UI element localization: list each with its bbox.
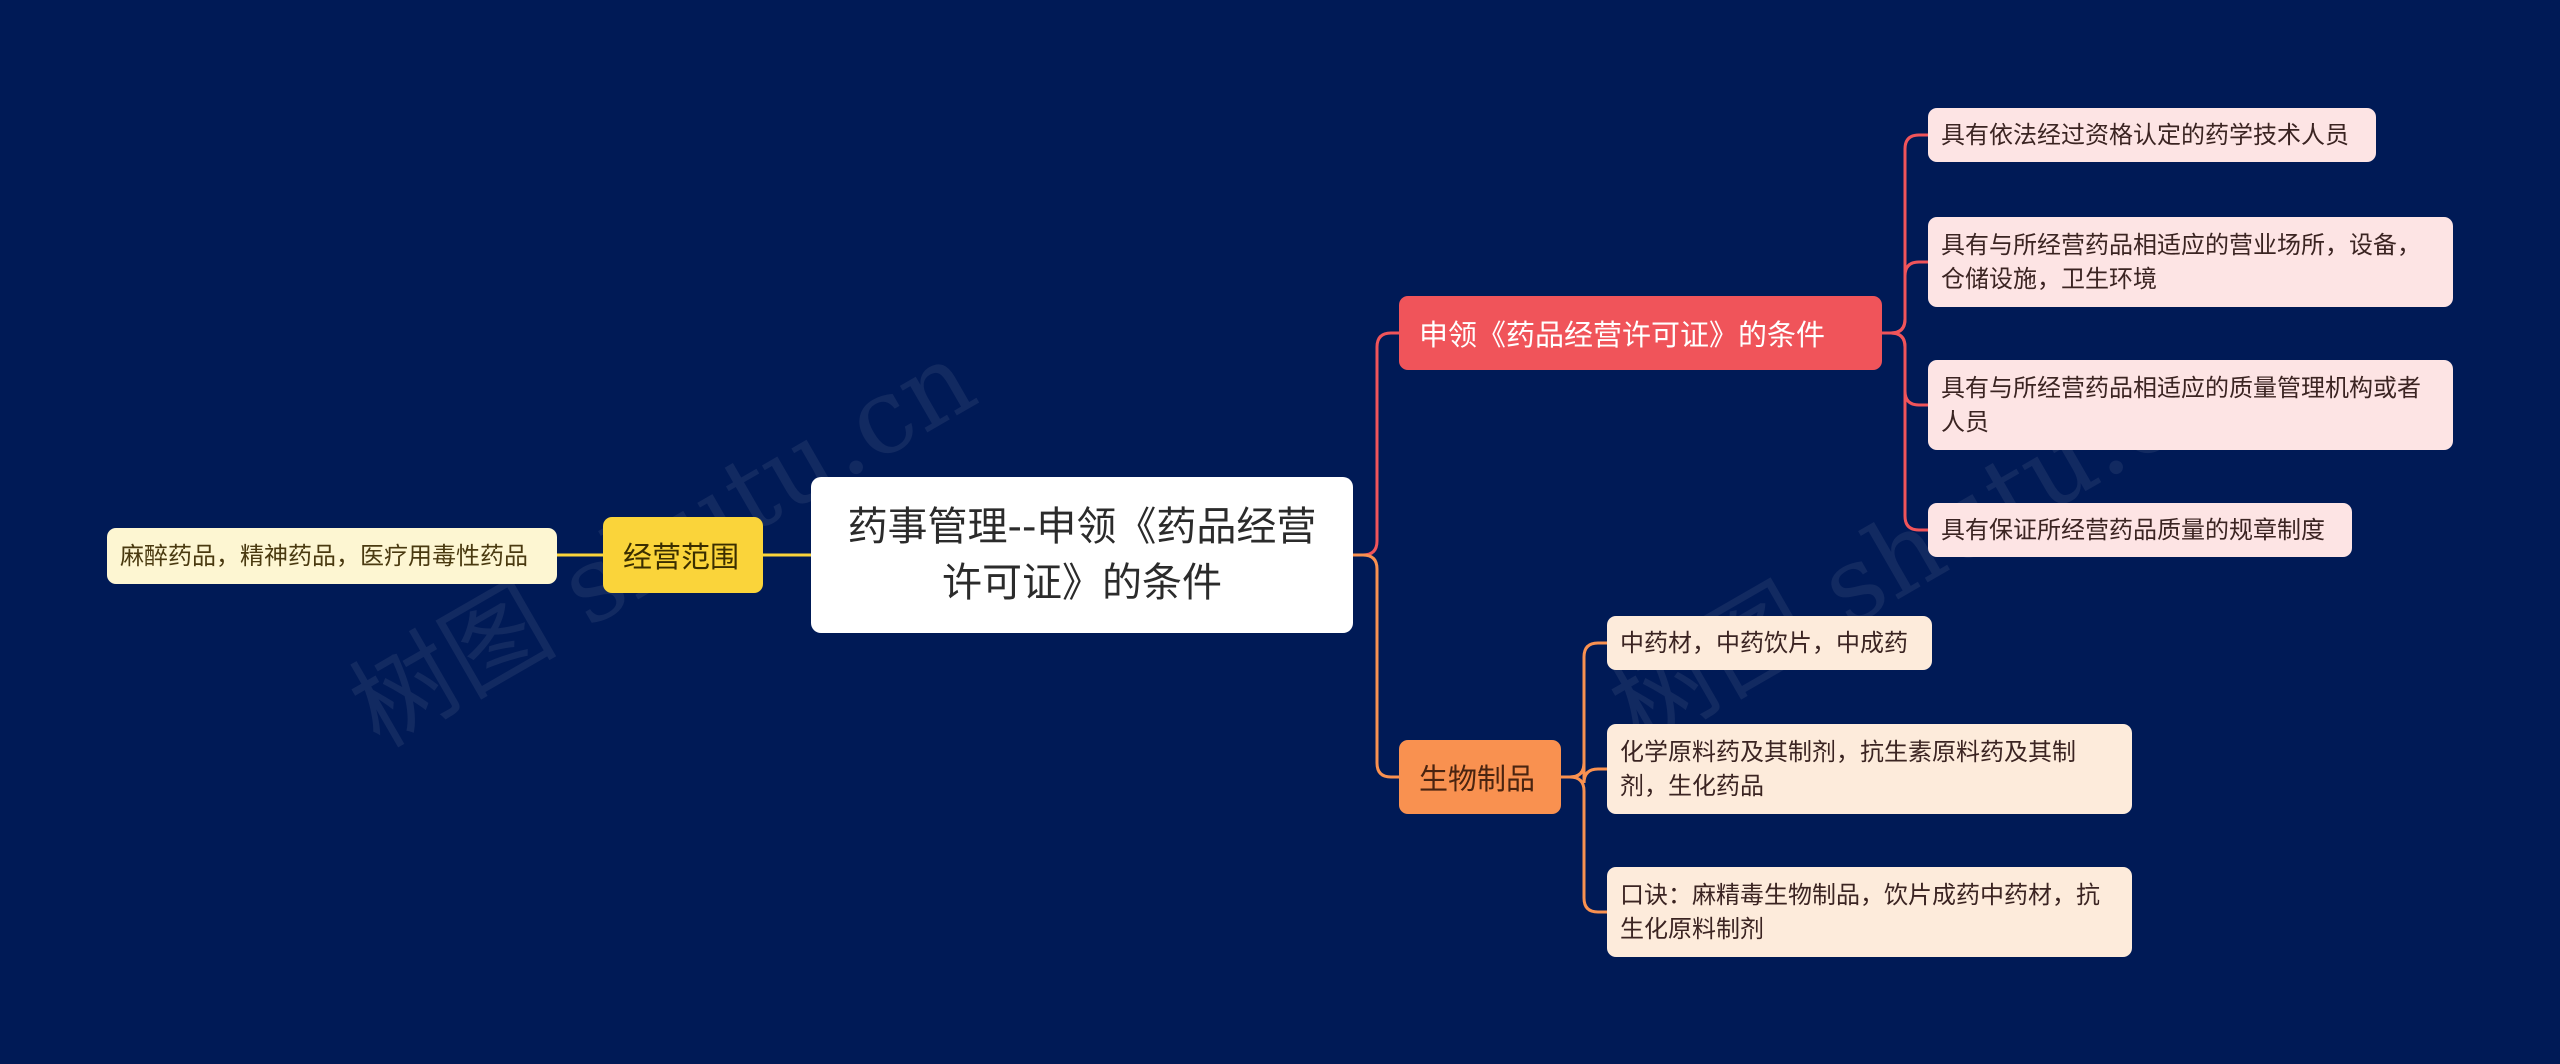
connector-line xyxy=(1353,331,1399,557)
leaf-topic[interactable]: 具有依法经过资格认定的药学技术人员 xyxy=(1928,108,2376,162)
branch-license-conditions[interactable]: 申领《药品经营许可证》的条件 xyxy=(1399,296,1882,370)
leaf-label: 化学原料药及其制剂，抗生素原料药及其制剂，生化药品 xyxy=(1620,738,2076,800)
leaf-topic[interactable]: 口诀：麻精毒生物制品，饮片成药中药材，抗生化原料制剂 xyxy=(1607,867,2132,957)
leaf-label: 口诀：麻精毒生物制品，饮片成药中药材，抗生化原料制剂 xyxy=(1620,881,2100,943)
branch-biological-products[interactable]: 生物制品 xyxy=(1399,740,1561,814)
leaf-label: 具有依法经过资格认定的药学技术人员 xyxy=(1941,121,2349,149)
connector-line xyxy=(1353,553,1399,779)
branch-label: 申领《药品经营许可证》的条件 xyxy=(1419,318,1826,352)
leaf-topic[interactable]: 化学原料药及其制剂，抗生素原料药及其制剂，生化药品 xyxy=(1607,724,2132,814)
leaf-topic[interactable]: 具有保证所经营药品质量的规章制度 xyxy=(1928,503,2352,557)
leaf-label: 具有保证所经营药品质量的规章制度 xyxy=(1941,516,2325,544)
leaf-label: 具有与所经营药品相适应的质量管理机构或者人员 xyxy=(1941,374,2421,436)
branch-label: 经营范围 xyxy=(623,540,740,574)
branch-label: 生物制品 xyxy=(1419,762,1536,796)
connector-line xyxy=(1561,641,1607,779)
connector-line xyxy=(1882,260,1928,335)
branch-business-scope[interactable]: 经营范围 xyxy=(603,517,763,593)
connector-line xyxy=(1561,775,1607,914)
leaf-topic[interactable]: 具有与所经营药品相适应的质量管理机构或者人员 xyxy=(1928,360,2453,450)
leaf-label: 中药材，中药饮片，中成药 xyxy=(1620,629,1908,657)
root-topic-label: 药事管理--申领《药品经营许可证》的条件 xyxy=(847,504,1317,606)
root-topic[interactable]: 药事管理--申领《药品经营许可证》的条件 xyxy=(811,477,1353,633)
leaf-topic[interactable]: 具有与所经营药品相适应的营业场所，设备，仓储设施，卫生环境 xyxy=(1928,217,2453,307)
leaf-label: 麻醉药品，精神药品，医疗用毒性药品 xyxy=(120,542,528,570)
connector-line xyxy=(1561,762,1607,784)
leaf-label: 具有与所经营药品相适应的营业场所，设备，仓储设施，卫生环境 xyxy=(1941,231,2421,293)
connector-line xyxy=(1882,331,1928,532)
leaf-topic[interactable]: 麻醉药品，精神药品，医疗用毒性药品 xyxy=(107,528,557,584)
leaf-topic[interactable]: 中药材，中药饮片，中成药 xyxy=(1607,616,1932,670)
